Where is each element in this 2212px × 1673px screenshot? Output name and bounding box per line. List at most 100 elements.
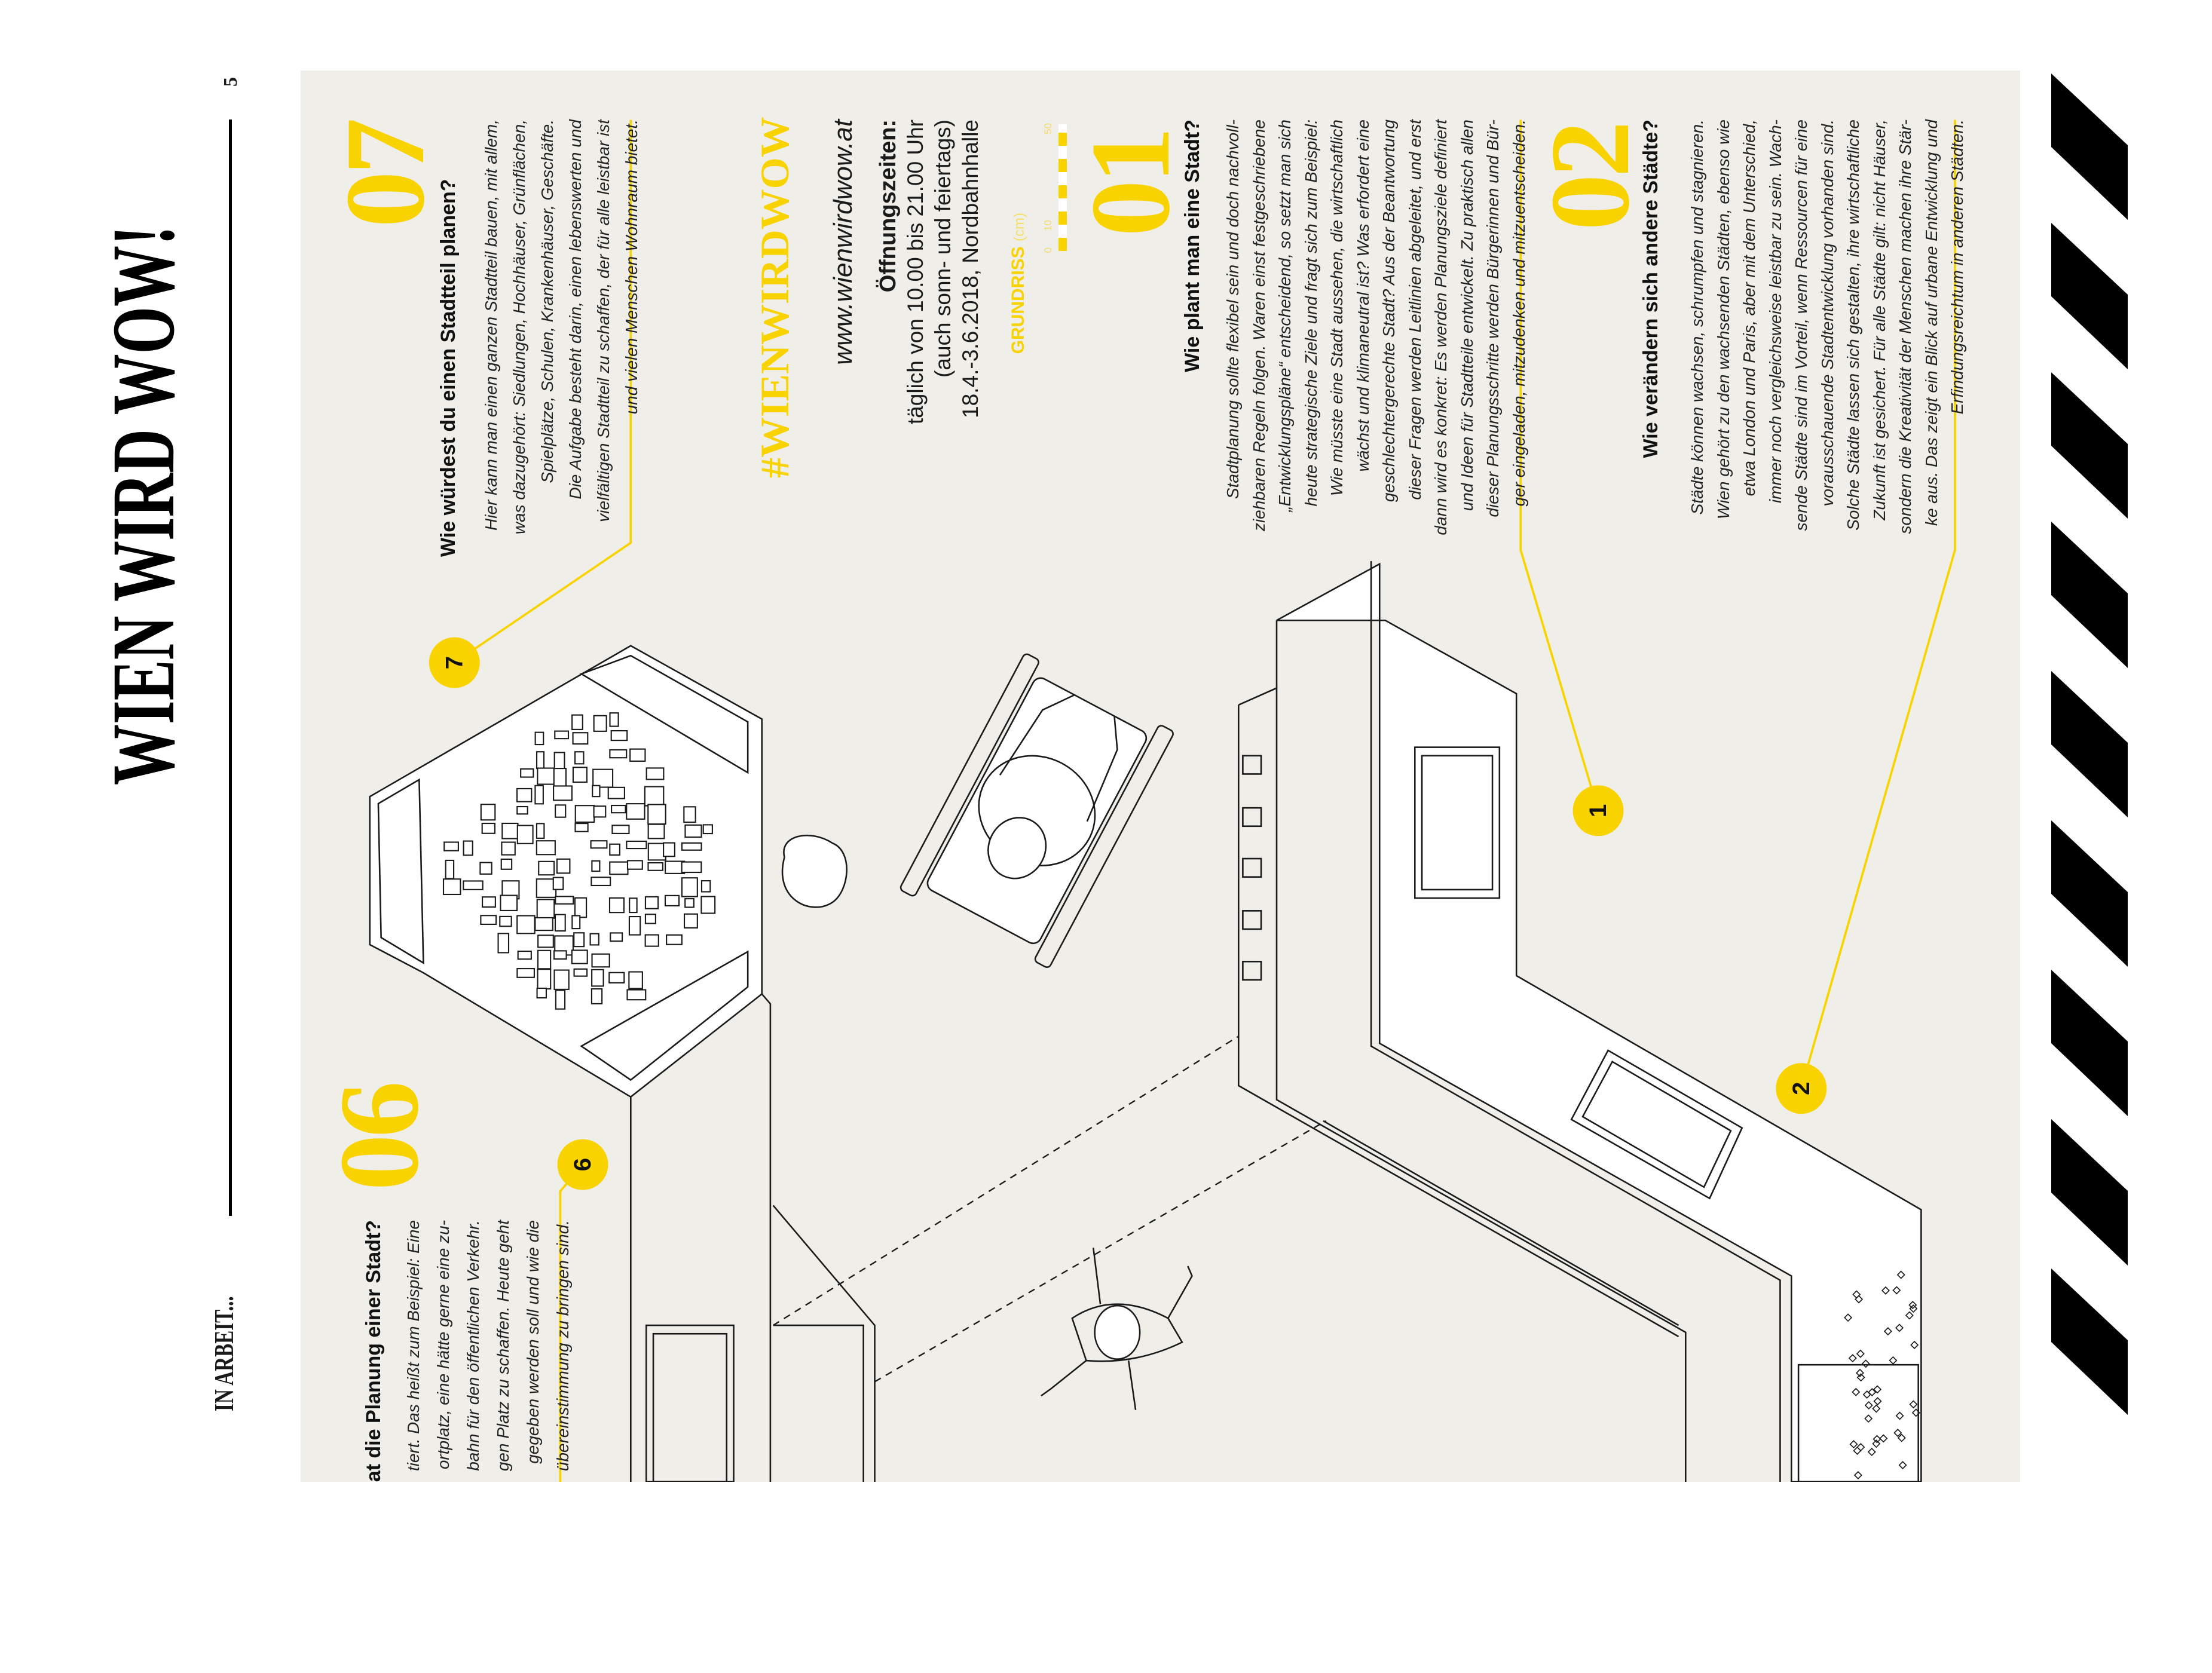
model-block[interactable] bbox=[536, 840, 556, 856]
model-block[interactable] bbox=[593, 805, 607, 818]
model-block[interactable] bbox=[626, 803, 645, 820]
model-block[interactable] bbox=[592, 768, 614, 788]
model-block[interactable] bbox=[553, 768, 567, 787]
model-block[interactable] bbox=[647, 862, 663, 871]
model-block[interactable] bbox=[644, 896, 659, 909]
model-block[interactable] bbox=[647, 823, 665, 839]
model-block[interactable] bbox=[647, 842, 666, 861]
model-block[interactable] bbox=[609, 861, 629, 875]
model-block[interactable] bbox=[554, 730, 570, 740]
model-block[interactable] bbox=[534, 785, 544, 805]
model-block[interactable] bbox=[571, 949, 588, 964]
model-block[interactable] bbox=[702, 824, 713, 835]
model-block[interactable] bbox=[683, 913, 698, 929]
model-block[interactable] bbox=[684, 898, 694, 908]
model-block[interactable] bbox=[536, 751, 545, 770]
model-block[interactable] bbox=[574, 751, 585, 765]
marker-7[interactable]: 7 bbox=[429, 637, 480, 688]
model-block[interactable] bbox=[463, 840, 473, 856]
model-block[interactable] bbox=[609, 843, 620, 856]
model-block[interactable] bbox=[553, 752, 565, 770]
model-block[interactable] bbox=[591, 953, 610, 968]
model-block[interactable] bbox=[555, 989, 566, 1010]
model-block[interactable] bbox=[572, 732, 589, 745]
model-block[interactable] bbox=[608, 897, 625, 914]
model-block[interactable] bbox=[626, 989, 647, 1001]
model-block[interactable] bbox=[607, 786, 626, 799]
model-block[interactable] bbox=[571, 714, 583, 730]
model-block[interactable] bbox=[629, 897, 638, 914]
model-block[interactable] bbox=[591, 988, 603, 1004]
model-block[interactable] bbox=[644, 914, 656, 924]
model-block[interactable] bbox=[589, 933, 599, 946]
model-block[interactable] bbox=[681, 842, 702, 851]
model-block[interactable] bbox=[591, 969, 604, 987]
model-block[interactable] bbox=[517, 950, 532, 960]
model-block[interactable] bbox=[573, 968, 588, 977]
model-block[interactable] bbox=[700, 880, 711, 893]
model-block[interactable] bbox=[626, 840, 647, 850]
model-block[interactable] bbox=[501, 822, 519, 839]
model-block[interactable] bbox=[516, 805, 528, 815]
model-block[interactable] bbox=[663, 842, 675, 857]
model-block[interactable] bbox=[629, 748, 646, 762]
model-block[interactable] bbox=[536, 899, 555, 919]
model-block[interactable] bbox=[497, 933, 510, 954]
model-block[interactable] bbox=[537, 949, 552, 970]
model-block[interactable] bbox=[556, 858, 571, 874]
model-block[interactable] bbox=[555, 804, 567, 818]
model-block[interactable] bbox=[664, 894, 680, 906]
model-block[interactable] bbox=[516, 825, 534, 844]
model-block[interactable] bbox=[590, 840, 608, 849]
model-block[interactable] bbox=[610, 730, 628, 741]
model-block[interactable] bbox=[681, 861, 702, 874]
model-block[interactable] bbox=[500, 894, 518, 912]
model-block[interactable] bbox=[516, 968, 535, 978]
model-block[interactable] bbox=[574, 897, 588, 918]
model-block[interactable] bbox=[700, 896, 716, 914]
model-block[interactable] bbox=[555, 896, 574, 905]
model-block[interactable] bbox=[480, 915, 497, 925]
model-block[interactable] bbox=[534, 731, 544, 746]
model-block[interactable] bbox=[479, 862, 492, 875]
model-block[interactable] bbox=[571, 915, 581, 930]
model-block[interactable] bbox=[593, 715, 607, 732]
model-block[interactable] bbox=[552, 877, 564, 890]
model-block[interactable] bbox=[553, 969, 570, 990]
model-block[interactable] bbox=[572, 767, 588, 783]
model-block[interactable] bbox=[684, 824, 702, 838]
marker-2[interactable]: 2 bbox=[1776, 1063, 1827, 1114]
model-block[interactable] bbox=[647, 804, 666, 825]
model-block[interactable] bbox=[481, 822, 496, 834]
model-block[interactable] bbox=[534, 917, 553, 932]
marker-1[interactable]: 1 bbox=[1572, 785, 1624, 836]
model-block[interactable] bbox=[645, 767, 665, 780]
model-block[interactable] bbox=[626, 860, 643, 870]
model-block[interactable] bbox=[553, 785, 573, 801]
model-block[interactable] bbox=[681, 877, 698, 897]
model-block[interactable] bbox=[591, 877, 611, 887]
model-block[interactable] bbox=[611, 825, 630, 834]
model-block[interactable] bbox=[499, 915, 512, 927]
model-block[interactable] bbox=[501, 841, 516, 856]
website-link[interactable]: www.wienwirdwow.at bbox=[828, 120, 858, 365]
model-block[interactable] bbox=[610, 932, 623, 942]
model-block[interactable] bbox=[463, 880, 484, 890]
model-block[interactable] bbox=[520, 768, 534, 778]
model-block[interactable] bbox=[609, 712, 619, 727]
marker-6[interactable]: 6 bbox=[557, 1139, 608, 1190]
model-block[interactable] bbox=[443, 841, 459, 851]
model-block[interactable] bbox=[500, 858, 513, 870]
model-block[interactable] bbox=[628, 915, 641, 936]
model-block[interactable] bbox=[480, 804, 496, 821]
model-block[interactable] bbox=[628, 971, 643, 989]
model-block[interactable] bbox=[644, 786, 665, 807]
model-block[interactable] bbox=[536, 987, 547, 999]
model-block[interactable] bbox=[536, 823, 545, 839]
model-block[interactable] bbox=[591, 860, 601, 872]
model-block[interactable] bbox=[592, 785, 601, 798]
model-block[interactable] bbox=[644, 934, 659, 947]
model-block[interactable] bbox=[573, 932, 585, 948]
model-block[interactable] bbox=[574, 823, 589, 832]
model-block[interactable] bbox=[574, 805, 595, 823]
